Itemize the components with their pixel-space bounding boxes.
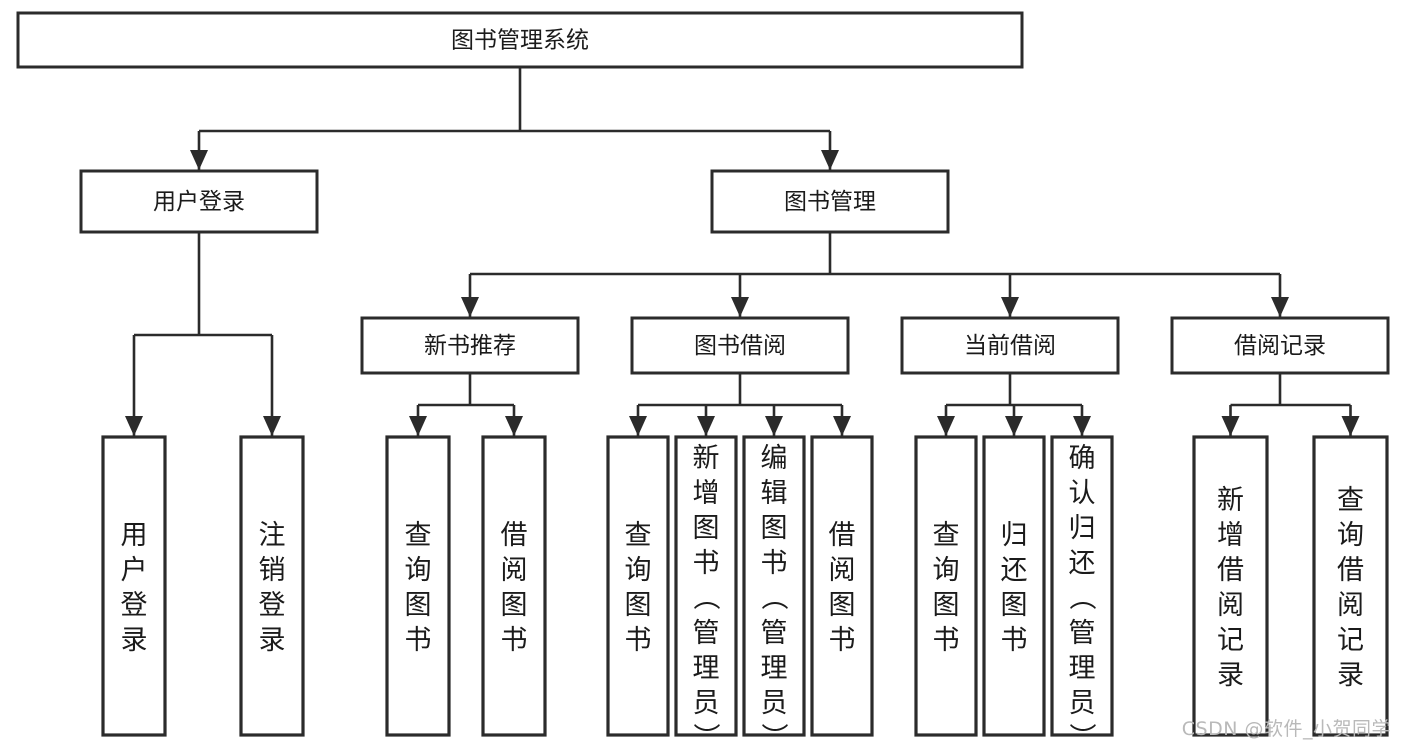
node-leaf_user_login[interactable]: 用户登录 <box>101 435 167 737</box>
node-leaf_add_book[interactable]: 新增图书（管理员） <box>674 435 738 747</box>
node-label-borrow_record: 借阅记录 <box>1234 333 1326 359</box>
node-label-leaf_return_book: 归还图书 <box>1001 520 1028 656</box>
node-new_book_rec[interactable]: 新书推荐 <box>360 316 580 375</box>
node-leaf_add_record[interactable]: 新增借阅记录 <box>1192 435 1269 737</box>
node-box-leaf_borrow_book_2[interactable] <box>810 435 874 737</box>
node-borrow_record[interactable]: 借阅记录 <box>1170 316 1390 375</box>
node-box-user_login[interactable] <box>79 169 319 234</box>
bus-book-borrow-arrow-3 <box>833 416 851 436</box>
bus-book-manage-arrow-0 <box>461 297 479 317</box>
node-box-leaf_query_record[interactable] <box>1312 435 1389 737</box>
node-leaf_query_book_1[interactable]: 查询图书 <box>385 435 451 737</box>
node-label-leaf_add_book: 新增图书（管理员） <box>693 443 721 747</box>
bus-root-arrow-1 <box>821 150 839 170</box>
bus-book-borrow-arrow-0 <box>629 416 647 436</box>
node-leaf_logout[interactable]: 注销登录 <box>239 435 305 737</box>
node-label-leaf_query_book_2: 查询图书 <box>625 520 652 656</box>
node-leaf_borrow_book_1[interactable]: 借阅图书 <box>481 435 547 737</box>
node-label-user_login: 用户登录 <box>153 189 245 215</box>
node-root[interactable]: 图书管理系统 <box>16 11 1024 69</box>
node-label-root: 图书管理系统 <box>451 28 589 54</box>
node-label-leaf_add_record: 新增借阅记录 <box>1217 485 1244 691</box>
node-box-leaf_add_book[interactable] <box>674 435 738 737</box>
node-box-leaf_query_book_2[interactable] <box>606 435 670 737</box>
bus-root-arrow-0 <box>190 150 208 170</box>
bus-current-borrow-arrow-2 <box>1073 416 1091 436</box>
node-layer: 图书管理系统用户登录图书管理新书推荐图书借阅当前借阅借阅记录用户登录注销登录查询… <box>16 11 1390 747</box>
node-box-book_manage[interactable] <box>710 169 950 234</box>
node-leaf_confirm_return[interactable]: 确认归还（管理员） <box>1050 435 1114 747</box>
node-box-leaf_user_login[interactable] <box>101 435 167 737</box>
node-current_borrow[interactable]: 当前借阅 <box>900 316 1120 375</box>
node-label-leaf_confirm_return: 确认归还（管理员） <box>1069 443 1097 747</box>
connector-layer <box>125 67 1360 436</box>
bus-user-login-arrow-1 <box>263 416 281 436</box>
bus-book-manage-arrow-3 <box>1271 297 1289 317</box>
bus-book-manage-arrow-2 <box>1001 297 1019 317</box>
node-leaf_edit_book[interactable]: 编辑图书（管理员） <box>742 435 806 747</box>
node-label-leaf_query_book_1: 查询图书 <box>405 520 432 656</box>
node-box-leaf_return_book[interactable] <box>982 435 1046 737</box>
bus-current-borrow-arrow-1 <box>1005 416 1023 436</box>
node-label-new_book_rec: 新书推荐 <box>424 333 516 359</box>
node-label-leaf_borrow_book_1: 借阅图书 <box>501 520 528 656</box>
node-label-book_borrow: 图书借阅 <box>694 333 786 359</box>
bus-borrow-record-arrow-0 <box>1221 416 1240 436</box>
node-box-leaf_confirm_return[interactable] <box>1050 435 1114 737</box>
node-label-leaf_query_record: 查询借阅记录 <box>1337 485 1364 691</box>
node-leaf_return_book[interactable]: 归还图书 <box>982 435 1046 737</box>
bus-book-borrow-arrow-2 <box>765 416 783 436</box>
node-user_login[interactable]: 用户登录 <box>79 169 319 234</box>
bus-current-borrow-arrow-0 <box>937 416 955 436</box>
node-label-leaf_borrow_book_2: 借阅图书 <box>829 520 856 656</box>
bus-user-login-arrow-0 <box>125 416 143 436</box>
node-box-book_borrow[interactable] <box>630 316 850 375</box>
node-label-leaf_user_login: 用户登录 <box>121 520 148 656</box>
node-box-leaf_borrow_book_1[interactable] <box>481 435 547 737</box>
node-box-leaf_query_book_1[interactable] <box>385 435 451 737</box>
node-label-current_borrow: 当前借阅 <box>964 333 1056 359</box>
node-leaf_query_book_3[interactable]: 查询图书 <box>914 435 978 737</box>
node-book_manage[interactable]: 图书管理 <box>710 169 950 234</box>
node-book_borrow[interactable]: 图书借阅 <box>630 316 850 375</box>
node-label-book_manage: 图书管理 <box>784 189 876 215</box>
bus-book-manage-arrow-1 <box>731 297 749 317</box>
node-leaf_query_record[interactable]: 查询借阅记录 <box>1312 435 1389 737</box>
node-label-leaf_logout: 注销登录 <box>259 520 286 656</box>
node-box-borrow_record[interactable] <box>1170 316 1390 375</box>
csdn-watermark: CSDN @软件_小贺同学 <box>1181 718 1391 740</box>
bus-book-borrow-arrow-1 <box>697 416 715 436</box>
node-label-leaf_query_book_3: 查询图书 <box>933 520 960 656</box>
node-box-leaf_edit_book[interactable] <box>742 435 806 737</box>
node-box-new_book_rec[interactable] <box>360 316 580 375</box>
node-leaf_borrow_book_2[interactable]: 借阅图书 <box>810 435 874 737</box>
bus-new-book-rec-arrow-1 <box>505 416 523 436</box>
node-box-root[interactable] <box>16 11 1024 69</box>
node-box-current_borrow[interactable] <box>900 316 1120 375</box>
bus-new-book-rec-arrow-0 <box>409 416 427 436</box>
node-box-leaf_add_record[interactable] <box>1192 435 1269 737</box>
bus-borrow-record-arrow-1 <box>1341 416 1360 436</box>
node-box-leaf_query_book_3[interactable] <box>914 435 978 737</box>
node-label-leaf_edit_book: 编辑图书（管理员） <box>761 443 789 747</box>
node-leaf_query_book_2[interactable]: 查询图书 <box>606 435 670 737</box>
node-box-leaf_logout[interactable] <box>239 435 305 737</box>
